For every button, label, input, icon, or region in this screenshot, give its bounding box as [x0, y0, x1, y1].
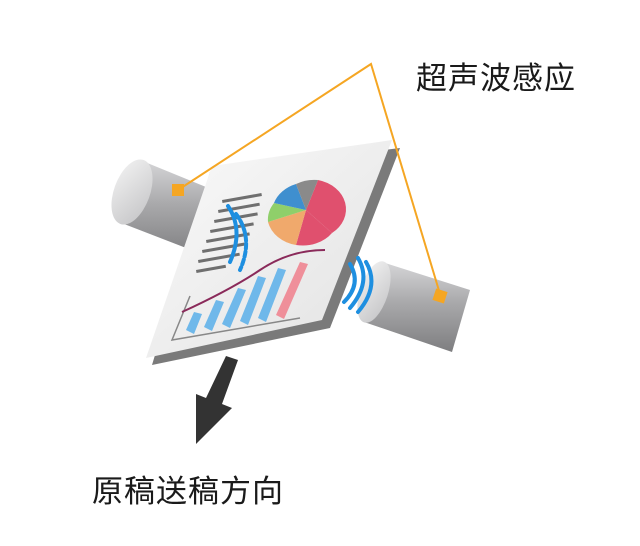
feed-direction-arrow-icon — [196, 356, 238, 444]
right-sensor-icon — [357, 261, 470, 352]
ultrasonic-sensing-label: 超声波感应 — [416, 61, 576, 97]
left-ultrasonic-wave-icon — [226, 204, 248, 272]
bar-chart-graphic — [170, 249, 326, 341]
document-icon — [146, 140, 400, 365]
pie-chart-graphic — [267, 179, 347, 246]
right-sensor-marker — [432, 288, 448, 304]
feed-direction-label: 原稿送稿方向 — [92, 474, 284, 510]
leader-lines — [177, 62, 441, 295]
right-ultrasonic-wave-icon — [342, 256, 374, 314]
